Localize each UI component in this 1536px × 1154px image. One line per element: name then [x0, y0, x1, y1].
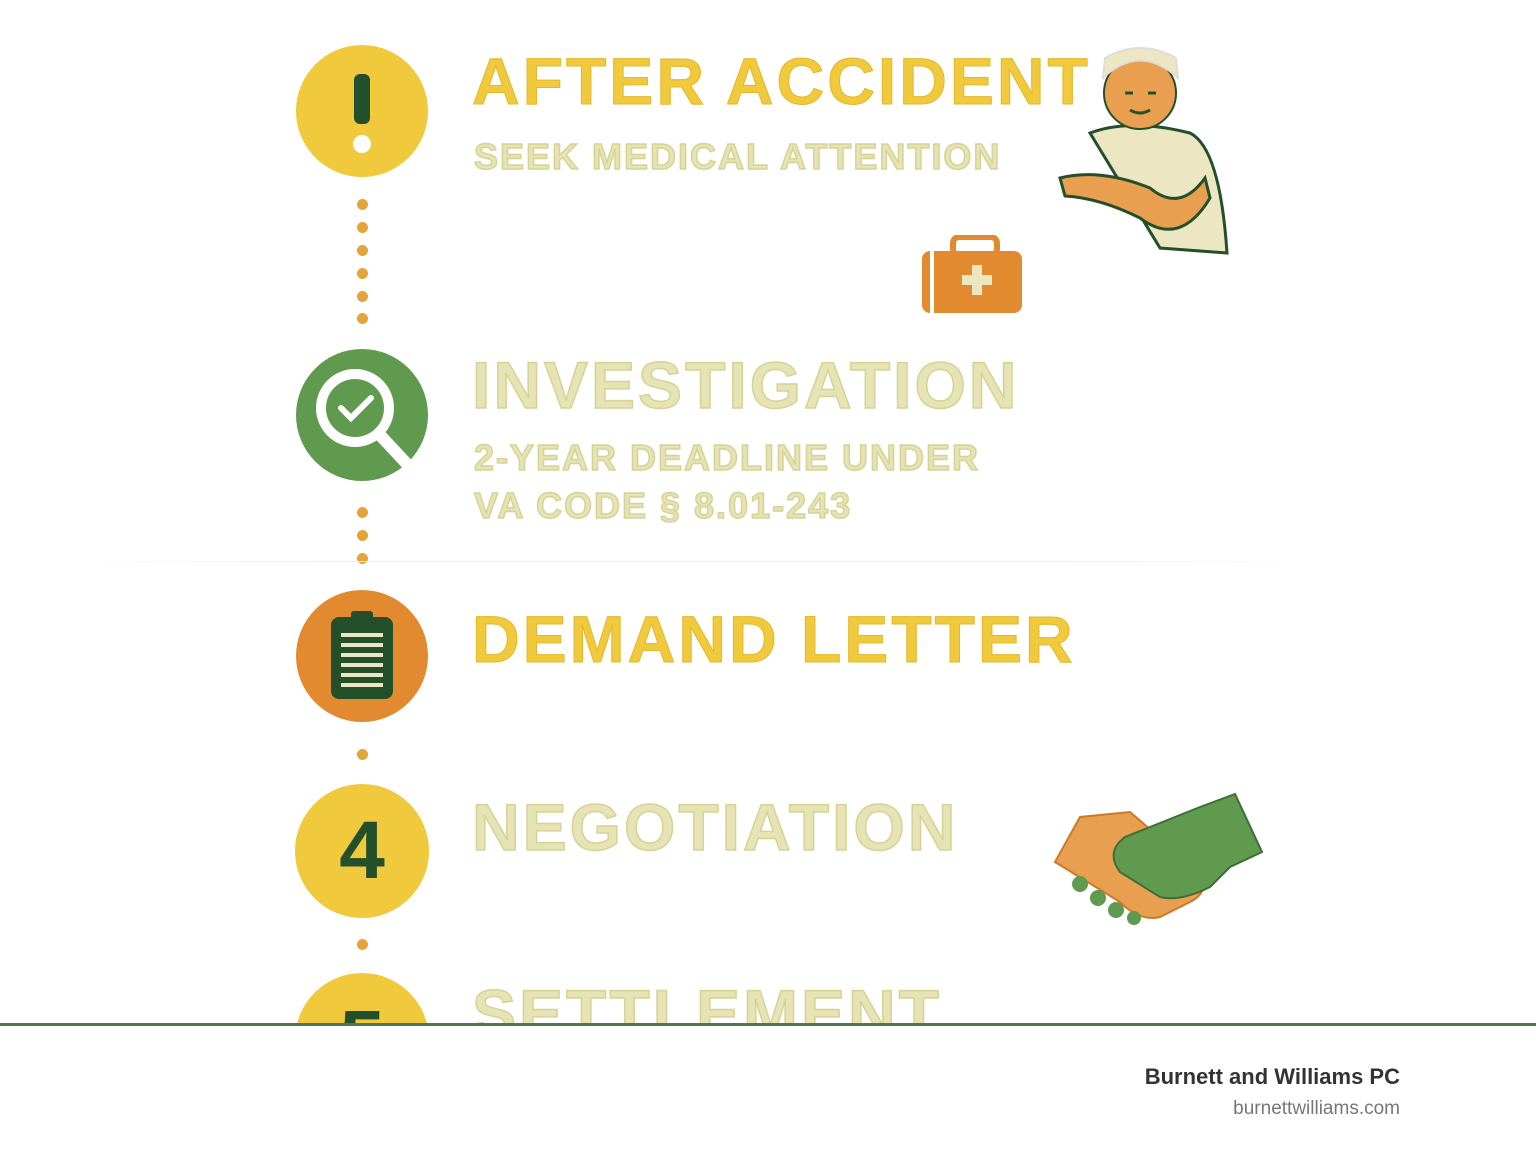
- handshake-illustration: [1053, 792, 1264, 925]
- connector-dot: [357, 313, 368, 324]
- injured-person-illustration: [1058, 47, 1229, 255]
- step-3-title: DEMAND LETTER: [472, 602, 1076, 676]
- connector-dot: [357, 507, 368, 518]
- connector-dot: [357, 291, 368, 302]
- step-5-number: 5: [295, 973, 429, 1025]
- connector-dot: [357, 530, 368, 541]
- footer-url[interactable]: burnettwilliams.com: [1233, 1098, 1400, 1119]
- step-2-subtitle-line-1: 2-YEAR DEADLINE UNDER: [473, 436, 981, 479]
- connector-dot: [357, 939, 368, 950]
- connector-dot: [357, 222, 368, 233]
- step-1-subtitle: SEEK MEDICAL ATTENTION: [473, 135, 1002, 178]
- step-4-number-badge: 4: [295, 784, 429, 918]
- connector-dot: [357, 553, 368, 564]
- step-4-number: 4: [339, 805, 385, 896]
- step-2-title: INVESTIGATION: [471, 348, 1020, 422]
- step-5-number-badge: 5: [295, 973, 429, 1025]
- divider: [70, 561, 1310, 562]
- timeline: AFTER ACCIDENT SEEK MEDICAL ATTENTION IN…: [70, 44, 1310, 1025]
- step-1-exclamation-icon: [295, 44, 429, 178]
- footer-brand: Burnett and Williams PC: [1144, 1064, 1400, 1089]
- step-4-title: NEGOTIATION: [471, 790, 959, 864]
- connector-dot: [357, 199, 368, 210]
- step-3-clipboard-icon: [295, 589, 429, 723]
- step-2-subtitle-line-2: VA CODE § 8.01-243: [473, 484, 853, 527]
- step-2-magnifier-check-icon: [295, 348, 429, 482]
- connector-dot: [357, 245, 368, 256]
- footer-divider: [0, 1023, 1536, 1026]
- step-5-title: SETTLEMENT: [471, 976, 942, 1025]
- connector-dot: [357, 268, 368, 279]
- medical-kit-icon: [922, 235, 1022, 313]
- step-1-title: AFTER ACCIDENT: [472, 44, 1091, 118]
- connector-dot: [357, 749, 368, 760]
